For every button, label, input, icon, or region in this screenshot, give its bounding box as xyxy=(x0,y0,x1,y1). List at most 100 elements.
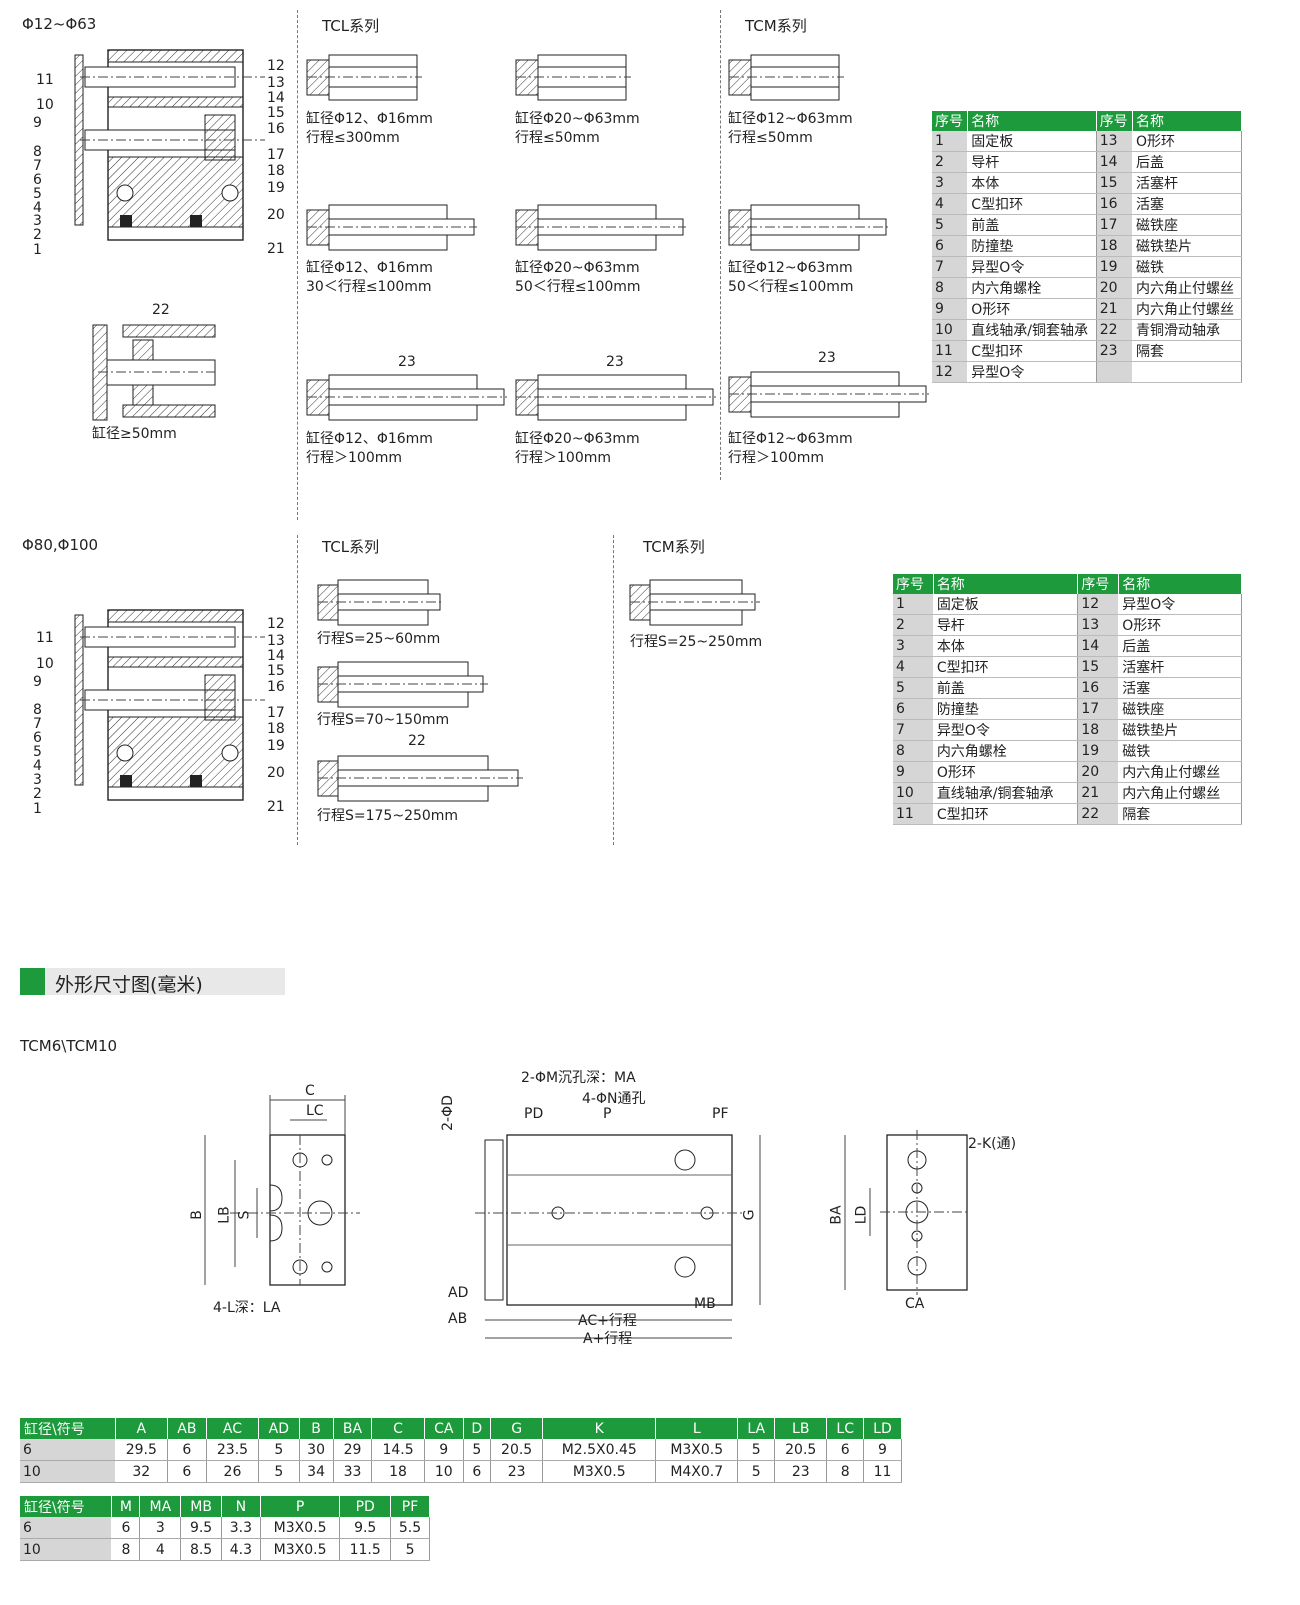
table-cell: 18 xyxy=(371,1460,425,1483)
part-label: 18 xyxy=(267,721,285,737)
table-cell: 8 xyxy=(111,1538,141,1561)
part-tag: 23 xyxy=(606,354,624,370)
table-cell: 34 xyxy=(299,1460,334,1483)
part-label: 14 xyxy=(267,648,285,664)
part-label: 20 xyxy=(267,207,285,223)
table-cell: 2 xyxy=(893,614,934,636)
part-label: 1 xyxy=(33,242,42,258)
variant-drawing xyxy=(306,374,507,421)
table-cell: 26 xyxy=(206,1460,260,1483)
table-cell: 13 xyxy=(1096,131,1134,152)
table-cell: C型扣环 xyxy=(967,193,1097,215)
table-cell: 活塞杆 xyxy=(1118,656,1242,678)
table-cell: 固定板 xyxy=(967,131,1097,152)
table-cell: 磁铁垫片 xyxy=(1118,719,1242,741)
table-cell: 隔套 xyxy=(1132,340,1242,362)
part-label: 3 xyxy=(33,772,42,788)
dim-pf: PF xyxy=(712,1106,729,1122)
dim-ac: AC+行程 xyxy=(578,1313,637,1329)
table-cell: 内六角螺栓 xyxy=(933,740,1079,762)
table-cell: 9.5 xyxy=(339,1517,392,1539)
divider xyxy=(720,10,721,480)
table-header: C xyxy=(371,1418,425,1439)
table-cell: 5 xyxy=(737,1439,776,1461)
table-cell: 活塞杆 xyxy=(1132,172,1242,194)
table-cell: 19 xyxy=(1096,256,1134,278)
table-cell: 6 xyxy=(167,1460,207,1483)
table-header: LA xyxy=(737,1418,776,1439)
table-cell: 9.5 xyxy=(180,1517,222,1539)
model-label: TCM6\TCM10 xyxy=(20,1037,118,1055)
table-cell: M3X0.5 xyxy=(260,1517,341,1539)
dim-s: S xyxy=(236,1210,253,1220)
table-cell: 19 xyxy=(1077,740,1120,762)
table-cell: M3X0.5 xyxy=(260,1538,341,1561)
table-cell: O形环 xyxy=(1118,614,1242,636)
dim-ab: AB xyxy=(448,1311,468,1327)
part-label: 16 xyxy=(267,121,285,137)
table-cell: 1 xyxy=(932,131,969,152)
variant-drawing xyxy=(629,579,760,626)
table-cell: 29.5 xyxy=(115,1439,169,1461)
table-cell: 导杆 xyxy=(967,151,1097,173)
dim-m: 2-ΦM沉孔深：MA xyxy=(521,1070,636,1086)
cylinder-cross-section-2 xyxy=(74,609,265,801)
table-cell: 直线轴承/铜套轴承 xyxy=(967,319,1097,341)
part-label: 6 xyxy=(33,730,42,746)
table-cell: C型扣环 xyxy=(933,656,1079,678)
table-cell: 5 xyxy=(463,1439,491,1461)
table-cell: 18 xyxy=(1096,235,1134,257)
table-cell: 磁铁座 xyxy=(1118,698,1242,720)
variant-drawing xyxy=(728,54,844,101)
table-cell: 14 xyxy=(1096,151,1134,173)
part-label: 18 xyxy=(267,163,285,179)
variant-caption: 行程S=70~150mm xyxy=(317,712,450,728)
variant-drawing xyxy=(515,204,686,251)
part-label: 12 xyxy=(267,58,285,74)
section-range-2: Φ80,Φ100 xyxy=(22,536,99,554)
part-label: 17 xyxy=(267,705,285,721)
table-cell: 活塞 xyxy=(1132,193,1242,215)
part-label: 13 xyxy=(267,633,285,649)
dim-lb: LB xyxy=(216,1206,233,1224)
table-cell: 10 xyxy=(20,1538,113,1561)
part-label: 21 xyxy=(267,241,285,257)
part-tag: 23 xyxy=(818,350,836,366)
table-cell: 内六角螺栓 xyxy=(967,277,1097,299)
dim-ad: AD xyxy=(448,1285,469,1301)
part-label: 17 xyxy=(267,147,285,163)
dim-c: C xyxy=(305,1083,315,1099)
table-cell: 5 xyxy=(932,214,969,236)
table-cell: C型扣环 xyxy=(967,340,1097,362)
part-label: 5 xyxy=(33,186,42,202)
table-header: MB xyxy=(180,1496,222,1517)
divider xyxy=(613,535,614,845)
dim-lc: LC xyxy=(306,1103,324,1119)
table-cell: 12 xyxy=(1077,594,1120,615)
table-cell: 6 xyxy=(463,1460,491,1483)
table-header: A xyxy=(115,1418,169,1439)
table-cell: 2 xyxy=(932,151,969,173)
section-range-1: Φ12~Φ63 xyxy=(22,15,97,33)
table-cell: M4X0.7 xyxy=(655,1460,739,1483)
variant-caption: 行程S=25~250mm xyxy=(630,634,763,650)
rear-view-drawing xyxy=(844,1130,970,1295)
part-label: 8 xyxy=(33,144,42,160)
part-label: 21 xyxy=(267,799,285,815)
variant-caption: 行程S=175~250mm xyxy=(317,808,459,824)
table-cell: 8.5 xyxy=(180,1538,222,1561)
part-label: 11 xyxy=(36,72,54,88)
